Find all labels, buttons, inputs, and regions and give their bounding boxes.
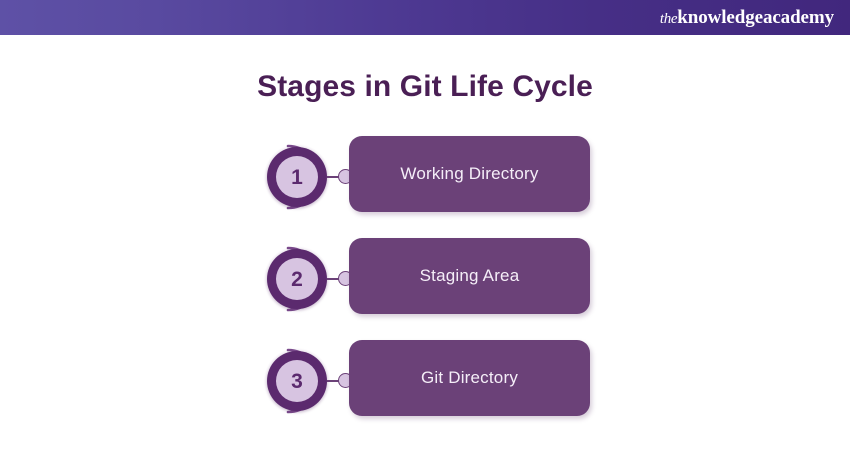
stage-number-badge: 2 — [262, 238, 334, 320]
logo-word-knowledge: knowledge — [677, 6, 763, 28]
stage-row: 3 Git Directory — [0, 340, 850, 422]
stage-row: 2 Staging Area — [0, 238, 850, 320]
stage-number-badge: 3 — [262, 340, 334, 422]
stage-label: Staging Area — [419, 266, 520, 285]
badge-inner-circle: 1 — [276, 156, 318, 198]
stages-list: 1 Working Directory 2 Staging Area — [0, 136, 850, 442]
stage-row: 1 Working Directory — [0, 136, 850, 218]
stage-number: 2 — [291, 267, 303, 291]
logo-word-academy: academy — [762, 6, 834, 28]
badge-inner-circle: 3 — [276, 360, 318, 402]
stage-number: 1 — [291, 165, 303, 189]
badge-inner-circle: 2 — [276, 258, 318, 300]
stage-box[interactable]: Staging Area — [349, 238, 590, 314]
logo-prefix: the — [659, 10, 678, 27]
stage-label: Working Directory — [400, 164, 539, 183]
stage-label: Git Directory — [420, 368, 519, 387]
stage-box[interactable]: Working Directory — [349, 136, 590, 212]
stage-box[interactable]: Git Directory — [349, 340, 590, 416]
stage-number-badge: 1 — [262, 136, 334, 218]
stage-number: 3 — [291, 369, 303, 393]
page-title: Stages in Git Life Cycle — [257, 70, 593, 103]
